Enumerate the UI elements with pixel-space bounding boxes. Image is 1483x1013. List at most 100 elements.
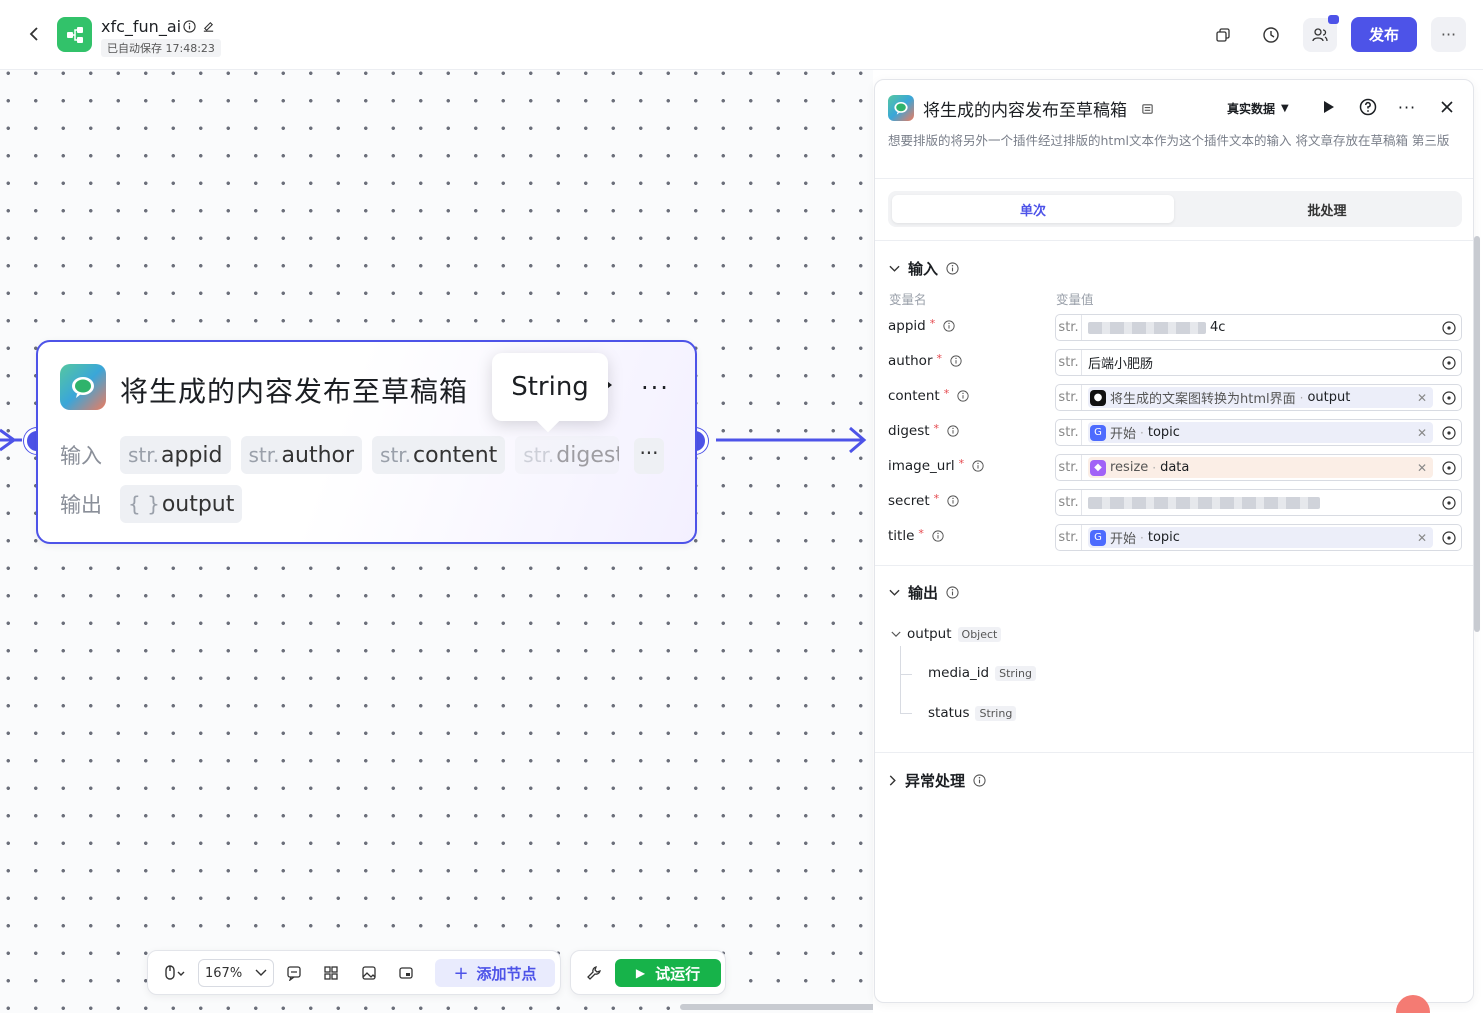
input-value-field[interactable]: str. 4c	[1055, 314, 1462, 341]
input-value-area[interactable]	[1082, 490, 1437, 515]
vertical-scrollbar[interactable]	[1474, 236, 1480, 632]
mouse-mode-icon[interactable]	[158, 959, 192, 987]
clear-reference-icon[interactable]: ✕	[1416, 425, 1427, 440]
select-variable-icon[interactable]	[1437, 390, 1461, 405]
back-chevron-icon[interactable]	[24, 24, 44, 44]
assistant-avatar[interactable]	[1396, 995, 1430, 1013]
reference-separator: ·	[1140, 530, 1144, 545]
variable-reference-tag[interactable]: ◆ resize · data ✕	[1088, 457, 1433, 478]
variable-reference-tag[interactable]: G 开始 · topic ✕	[1088, 422, 1433, 443]
clear-reference-icon[interactable]: ✕	[1416, 460, 1427, 475]
input-name: image_url *	[888, 457, 984, 474]
select-variable-icon[interactable]	[1437, 425, 1461, 440]
add-node-button[interactable]: + 添加节点	[435, 959, 555, 987]
node-more-button[interactable]: ···	[641, 374, 670, 402]
input-value-area[interactable]: 4c	[1082, 315, 1437, 340]
app-name: xfc_fun_ai	[101, 17, 182, 36]
exception-section-title: 异常处理	[905, 772, 966, 790]
type-prefix: str.	[1056, 490, 1082, 515]
input-section-header[interactable]: 输入	[889, 258, 959, 279]
node-input-chip: str.author	[240, 436, 363, 474]
help-icon[interactable]	[1355, 94, 1381, 120]
zoom-select[interactable]: 167%	[198, 959, 274, 987]
node-input-chip: str.content	[372, 436, 506, 474]
history-icon[interactable]	[1254, 18, 1288, 52]
output-section-header[interactable]: 输出	[889, 582, 959, 603]
info-icon	[946, 262, 959, 275]
required-mark: *	[936, 351, 943, 365]
test-run-button[interactable]: ▶ 试运行	[615, 959, 721, 987]
select-variable-icon[interactable]	[1437, 355, 1461, 370]
node-title: 将生成的内容发布至草稿箱	[120, 375, 469, 408]
tab-batch[interactable]: 批处理	[1307, 203, 1347, 219]
tab-single[interactable]: 单次	[892, 195, 1174, 223]
info-icon	[943, 320, 955, 332]
input-value-field[interactable]: str. ● 将生成的文案图转换为html界面 · output ✕	[1055, 384, 1462, 411]
panel-more-button[interactable]: ···	[1397, 97, 1417, 117]
clear-reference-icon[interactable]: ✕	[1416, 530, 1427, 545]
type-prefix: str.	[1056, 420, 1082, 445]
exception-section-header[interactable]: 异常处理	[889, 770, 986, 791]
top-bar: xfc_fun_ai 已自动保存 17:48:23 发布 ···	[0, 0, 1483, 70]
collaborators-button[interactable]	[1303, 15, 1339, 52]
data-source-select[interactable]: 真实数据 ▼	[1227, 100, 1289, 117]
clear-reference-icon[interactable]: ✕	[1416, 390, 1427, 405]
wrench-icon[interactable]	[581, 959, 607, 987]
input-value-area[interactable]: ◆ resize · data ✕	[1082, 455, 1437, 480]
variable-reference-tag[interactable]: G 开始 · topic ✕	[1088, 527, 1433, 548]
input-section-title: 输入	[908, 260, 939, 278]
edit-icon[interactable]	[202, 18, 215, 37]
required-mark: *	[929, 316, 936, 330]
input-row-secret: secret * str.	[888, 489, 1462, 516]
run-node-icon[interactable]	[1315, 94, 1341, 120]
select-variable-icon[interactable]	[1437, 495, 1461, 510]
more-menu-button[interactable]: ···	[1431, 17, 1466, 52]
variable-reference-tag[interactable]: ● 将生成的文案图转换为html界面 · output ✕	[1088, 387, 1433, 408]
plugin-store-icon[interactable]	[1141, 100, 1154, 119]
input-value-field[interactable]: str.	[1055, 489, 1462, 516]
output-child-name: media_id	[928, 665, 990, 681]
node-inputs-more-button[interactable]: ···	[634, 438, 664, 474]
select-variable-icon[interactable]	[1437, 460, 1461, 475]
input-value-area[interactable]: G 开始 · topic ✕	[1082, 420, 1437, 445]
input-value-area[interactable]: G 开始 · topic ✕	[1082, 525, 1437, 550]
copy-icon[interactable]	[1206, 18, 1240, 52]
run-mode-tabs: 单次 批处理	[888, 191, 1462, 227]
divider	[875, 565, 1473, 566]
source-node-icon: G	[1090, 424, 1106, 441]
output-type-badge: String	[995, 665, 1036, 681]
minimap-icon[interactable]	[394, 959, 418, 987]
close-icon[interactable]	[1434, 94, 1460, 120]
workflow-canvas[interactable]: 将生成的内容发布至草稿箱 ··· 输入 str.appid str.author…	[0, 70, 873, 1013]
input-value-area[interactable]: ● 将生成的文案图转换为html界面 · output ✕	[1082, 385, 1437, 410]
redacted-value	[1088, 496, 1320, 509]
type-prefix: str.	[1056, 525, 1082, 550]
input-value-area[interactable]: 后端小肥肠	[1082, 350, 1437, 375]
caret-down-icon: ▼	[1281, 103, 1289, 114]
info-icon[interactable]	[183, 18, 196, 37]
input-value-field[interactable]: str. ◆ resize · data ✕	[1055, 454, 1462, 481]
reference-field: topic	[1147, 425, 1180, 440]
diamond-badge-icon	[1328, 15, 1339, 24]
image-export-icon[interactable]	[357, 959, 381, 987]
horizontal-scrollbar[interactable]	[680, 1004, 873, 1010]
layout-grid-icon[interactable]	[319, 959, 343, 987]
input-value-field[interactable]: str. 后端小肥肠	[1055, 349, 1462, 376]
comment-icon[interactable]	[282, 959, 306, 987]
output-object-row[interactable]: output Object	[891, 626, 1002, 642]
input-name-label: secret	[888, 493, 930, 509]
output-section-title: 输出	[908, 584, 939, 602]
select-variable-icon[interactable]	[1437, 320, 1461, 335]
node-input-chip: str.appid	[120, 436, 231, 474]
input-name: title *	[888, 527, 944, 544]
publish-button[interactable]: 发布	[1351, 17, 1417, 52]
input-value-field[interactable]: str. G 开始 · topic ✕	[1055, 524, 1462, 551]
reference-field: data	[1160, 460, 1190, 475]
node-output-row: 输出 { }output	[60, 485, 243, 523]
required-mark: *	[943, 386, 950, 400]
node-input-row: 输入 str.appid str.author str.content str.…	[60, 436, 620, 474]
wechat-plugin-icon	[60, 364, 106, 410]
required-mark: *	[933, 491, 940, 505]
select-variable-icon[interactable]	[1437, 530, 1461, 545]
input-value-field[interactable]: str. G 开始 · topic ✕	[1055, 419, 1462, 446]
